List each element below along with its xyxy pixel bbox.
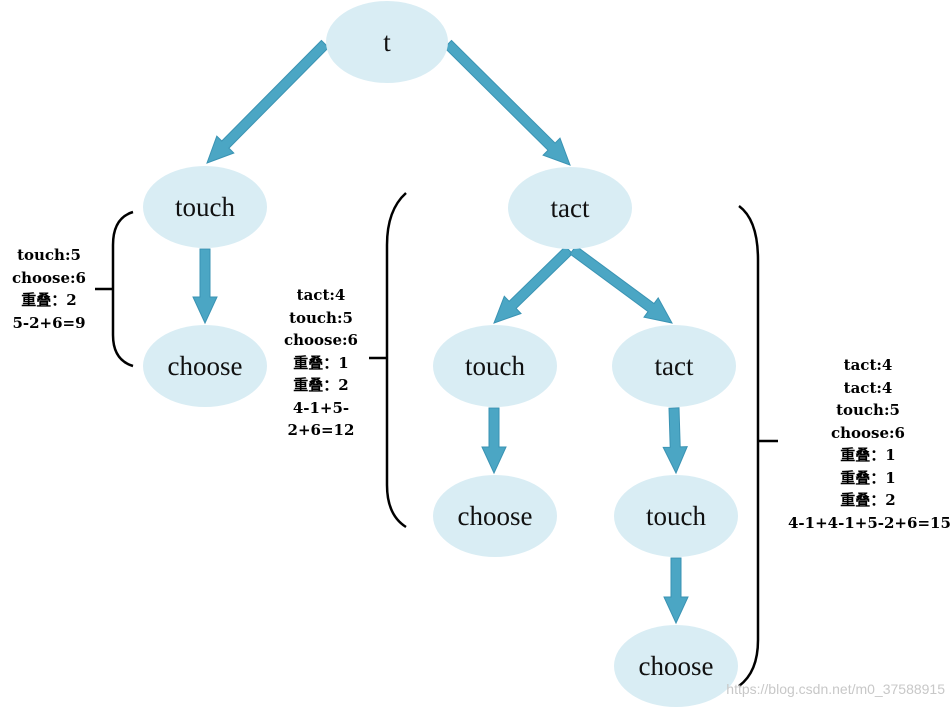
annotation-line: 2+6=12 <box>287 421 355 439</box>
annotation-middle: tact:4 touch:5 choose:6 重叠：1 重叠：2 4-1+5-… <box>276 284 366 442</box>
edge-touch-to-choose-mid <box>481 407 507 475</box>
node-label: choose <box>168 351 243 381</box>
annotation-line: tact:4 <box>843 378 893 397</box>
annotation-line: 重叠：2 <box>21 291 77 309</box>
annotation-line: tact:4 <box>296 286 346 304</box>
annotation-line: 重叠：1 <box>840 468 896 487</box>
annotation-line: choose:6 <box>830 423 905 442</box>
annotation-line: 4-1+4-1+5-2+6=15 <box>788 513 951 532</box>
annotation-line: 4-1+5- <box>292 398 350 417</box>
annotation-line: touch:5 <box>289 308 353 327</box>
annotation-line: 重叠：2 <box>840 491 896 509</box>
node-tact-inner: tact <box>612 325 736 407</box>
edge-t-to-tact <box>443 39 571 166</box>
node-label: touch <box>646 501 706 531</box>
watermark: https://blog.csdn.net/m0_37588915 <box>726 681 945 697</box>
annotation-line: touch:5 <box>17 246 81 264</box>
annotation-line: touch:5 <box>836 401 900 419</box>
annotation-line: choose:6 <box>11 268 86 287</box>
annotation-left: touch:5 choose:6 重叠：2 5-2+6=9 <box>8 244 90 334</box>
node-label: tact <box>655 351 694 381</box>
edge-touch-to-choose <box>192 248 218 325</box>
node-touch-mid: touch <box>433 325 557 407</box>
node-label: touch <box>465 351 525 381</box>
node-label: choose <box>458 501 533 531</box>
edges <box>192 39 689 625</box>
annotation-line: choose:6 <box>283 331 358 349</box>
node-touch-left: touch <box>143 166 267 248</box>
annotation-line: tact:4 <box>843 356 893 374</box>
annotation-line: 重叠：2 <box>293 376 349 394</box>
node-choose-mid: choose <box>433 475 557 557</box>
brackets <box>95 192 778 688</box>
edge-tact-to-tact <box>569 245 673 324</box>
node-label: choose <box>639 651 714 681</box>
edge-tact-to-touch <box>493 245 574 324</box>
node-choose-right: choose <box>614 625 738 707</box>
annotation-line: 重叠：1 <box>293 353 349 372</box>
bracket-left <box>111 210 134 368</box>
edge-tact-to-touch-right <box>662 407 688 475</box>
node-tact: tact <box>508 167 632 249</box>
annotation-right: tact:4 tact:4 touch:5 choose:6 重叠：1 重叠：1… <box>788 354 951 534</box>
node-touch-right: touch <box>614 475 738 557</box>
bracket-middle-open <box>385 192 407 529</box>
bracket-right-close <box>738 204 760 688</box>
annotation-line: 重叠：1 <box>840 446 896 464</box>
node-label: touch <box>175 192 235 222</box>
node-t: t <box>326 1 448 83</box>
annotation-line: 5-2+6=9 <box>12 313 86 332</box>
node-choose-left: choose <box>143 325 267 407</box>
node-label: tact <box>551 193 590 223</box>
edge-touch-to-choose-right <box>663 557 689 625</box>
edge-t-to-touch <box>206 39 330 164</box>
node-label: t <box>383 27 391 57</box>
